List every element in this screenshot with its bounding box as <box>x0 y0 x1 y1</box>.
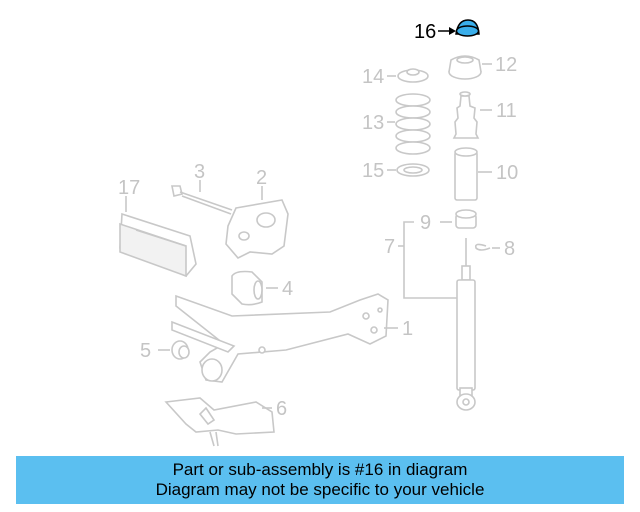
part-5-bushing <box>171 340 190 360</box>
arrow-16 <box>449 27 456 35</box>
part-9-bushing <box>455 209 477 229</box>
shock-absorber <box>456 238 476 411</box>
callout-4[interactable]: 4 <box>282 278 293 300</box>
part-12-strut-mount <box>448 55 482 80</box>
callout-11[interactable]: 11 <box>496 100 517 122</box>
parts-diagram: 16 12 14 13 15 11 10 <box>118 19 518 447</box>
part-14-spring-seat <box>397 68 429 83</box>
part-17-beam <box>119 212 197 278</box>
part-10-dust-boot <box>454 147 478 201</box>
callout-16[interactable]: 16 <box>414 21 436 43</box>
part-11-bump-stop <box>452 91 480 139</box>
callout-8[interactable]: 8 <box>504 238 515 260</box>
part-3-bolt <box>171 185 243 219</box>
part-2-mount-bracket <box>225 199 289 259</box>
part-8-clip <box>474 243 491 251</box>
callout-17[interactable]: 17 <box>118 177 140 199</box>
part-16-cap[interactable] <box>455 19 480 37</box>
caption-banner: Part or sub-assembly is #16 in diagram D… <box>16 456 624 504</box>
part-1-axle-beam <box>171 293 389 383</box>
caption-line-2: Diagram may not be specific to your vehi… <box>155 480 485 499</box>
callout-7[interactable]: 7 <box>384 236 395 258</box>
callout-5[interactable]: 5 <box>140 340 151 362</box>
callout-15[interactable]: 15 <box>362 160 384 182</box>
callout-14[interactable]: 14 <box>362 66 384 88</box>
callout-3[interactable]: 3 <box>194 161 205 183</box>
callout-2[interactable]: 2 <box>256 167 267 189</box>
callout-12[interactable]: 12 <box>495 54 517 76</box>
callout-1[interactable]: 1 <box>402 318 413 340</box>
bracket-7 <box>403 221 458 299</box>
callout-6[interactable]: 6 <box>276 398 287 420</box>
callout-13[interactable]: 13 <box>362 112 384 134</box>
callout-9[interactable]: 9 <box>420 212 431 234</box>
part-13-coil-spring <box>395 93 431 155</box>
part-15-lower-seat <box>396 163 430 177</box>
callout-10[interactable]: 10 <box>496 162 518 184</box>
part-6-cover-plate <box>164 397 275 447</box>
part-4-bushing <box>231 270 263 306</box>
caption-line-1: Part or sub-assembly is #16 in diagram <box>172 460 468 479</box>
